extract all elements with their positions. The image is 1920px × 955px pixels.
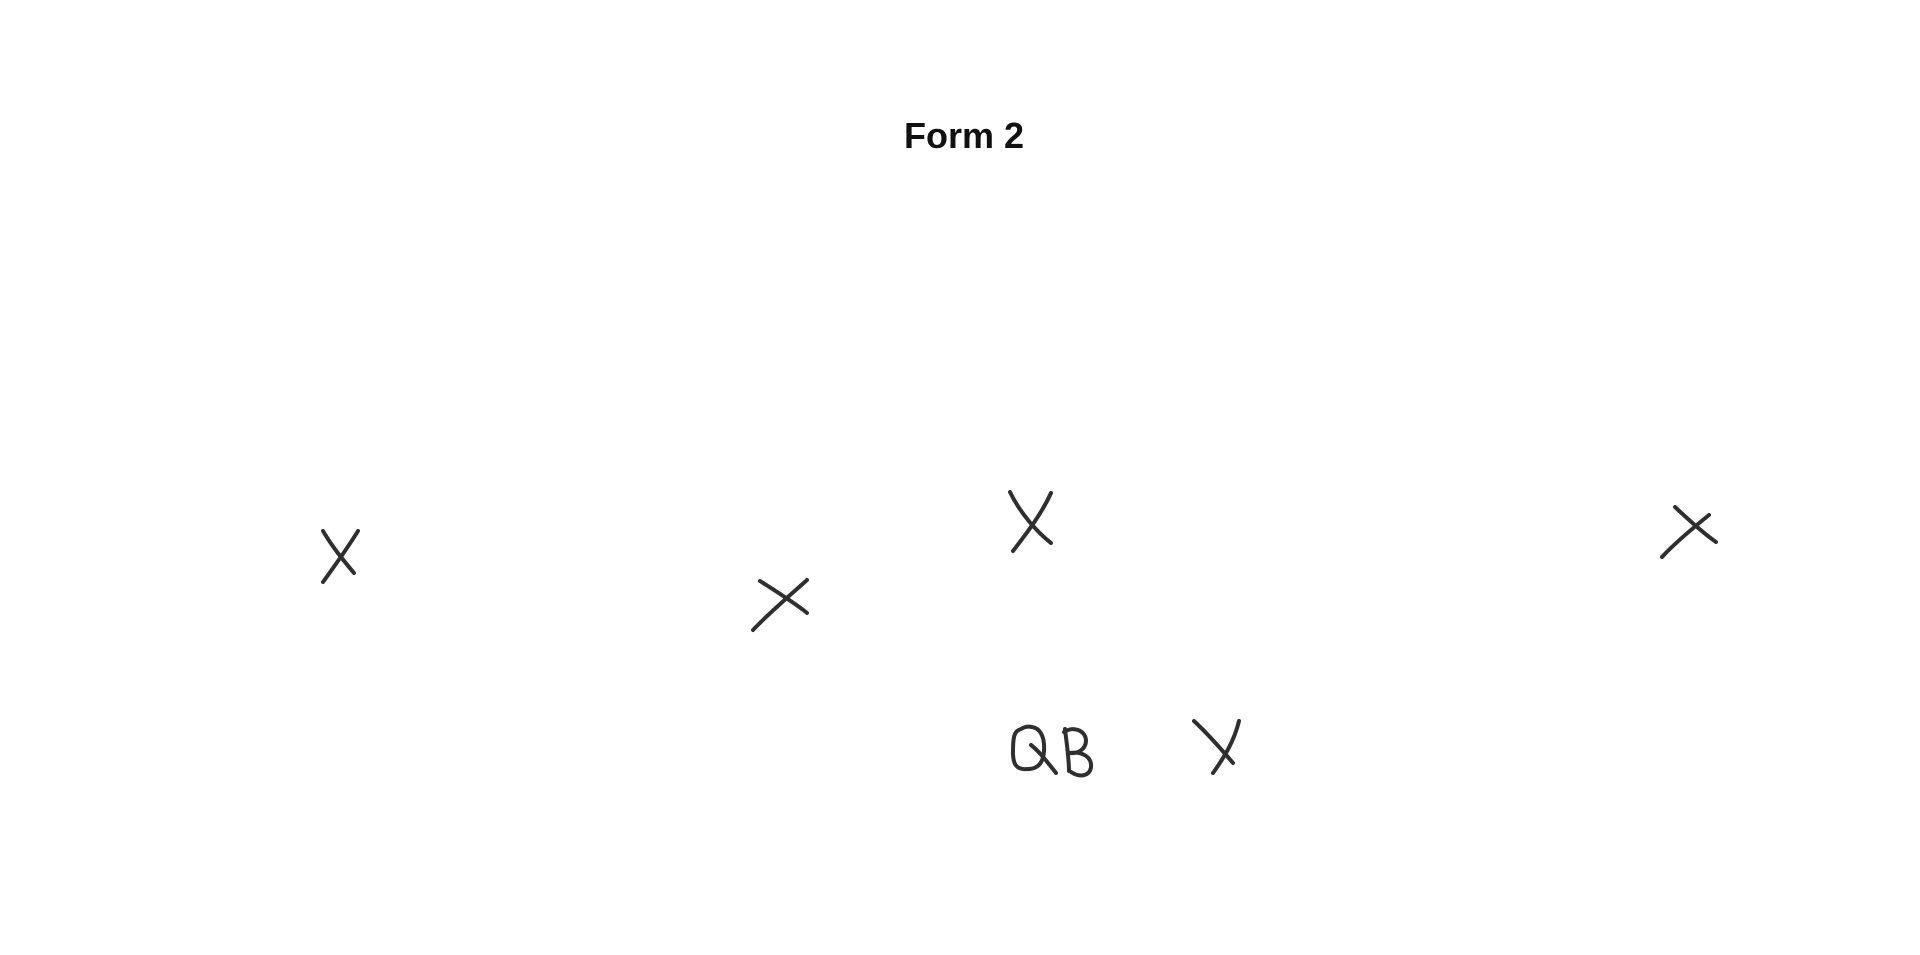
player-x-2: X: [751, 578, 809, 632]
player-x-1: X: [321, 529, 360, 584]
player-x-3: X: [1008, 490, 1053, 553]
diagram-title: Form 2: [903, 115, 1025, 156]
player-x-4: X: [1660, 505, 1718, 559]
player-x-6: X: [1192, 719, 1241, 775]
player-qb: QB: [1011, 724, 1094, 778]
